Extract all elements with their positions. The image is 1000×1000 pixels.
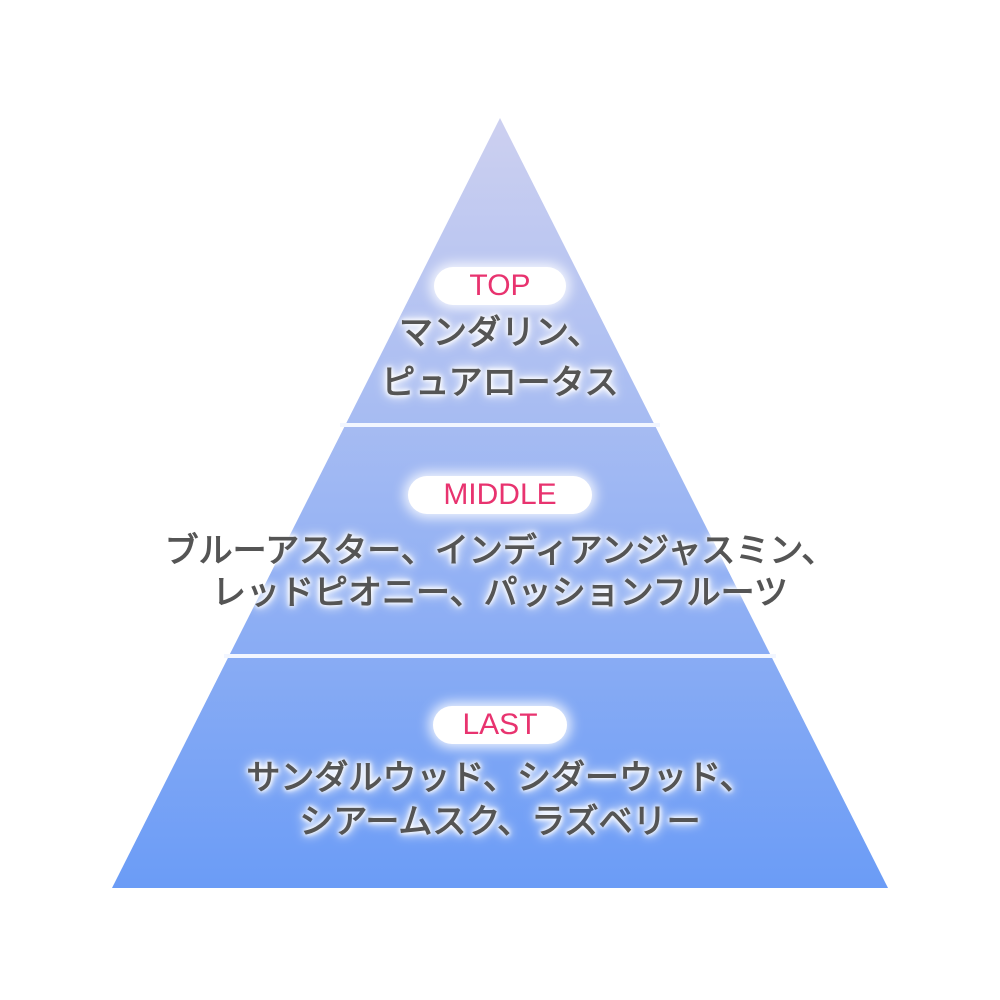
top-notes-line-2: ピュアロータス	[381, 363, 619, 403]
tier-label-middle: MIDDLE	[408, 476, 592, 514]
last-notes-line-1: サンダルウッド、シダーウッド、	[246, 758, 754, 798]
middle-notes-line-2: レッドピオニー、パッションフルーツ	[212, 573, 788, 613]
top-notes-line-1: マンダリン、	[399, 313, 601, 353]
tier-label-last: LAST	[433, 706, 567, 744]
middle-notes-line-1: ブルーアスター、インディアンジャスミン、	[164, 531, 836, 571]
last-notes-line-2: シアームスク、ラズベリー	[299, 802, 701, 842]
tier-label-top: TOP	[434, 267, 566, 305]
